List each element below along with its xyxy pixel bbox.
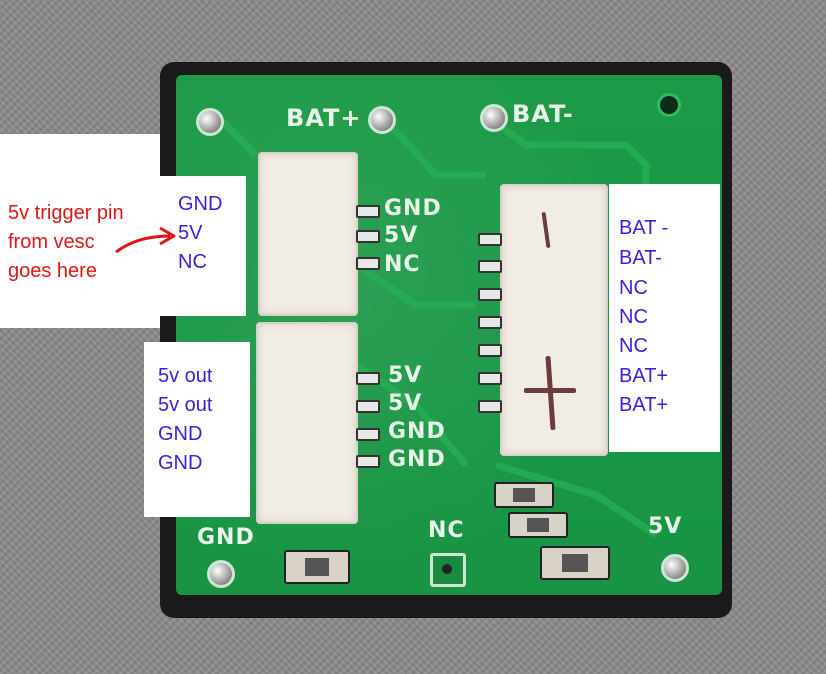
- connector-3-pin: [478, 288, 502, 301]
- pad-nc: [430, 553, 466, 587]
- left-top-label: NC: [178, 251, 207, 273]
- left-top-label: GND: [178, 193, 223, 215]
- silk-5v: 5V: [648, 514, 683, 539]
- left-bottom-label: 5v out: [158, 394, 213, 416]
- connector-3-pin: [478, 372, 502, 385]
- mounting-hole: [657, 93, 681, 117]
- connector-3-pin: [478, 316, 502, 329]
- annotation-box-left-bottom: [144, 342, 250, 517]
- connector-2-pin: [356, 455, 380, 468]
- trigger-note-line: from vesc: [8, 231, 95, 253]
- silk-conn2-label: GND: [388, 419, 446, 444]
- silk-nc: NC: [428, 518, 465, 543]
- left-bottom-label: GND: [158, 452, 203, 474]
- smd-component: [508, 512, 568, 538]
- annotation-box-right: [609, 184, 720, 452]
- silk-bat-minus: BAT-: [512, 100, 574, 128]
- marker-plus-mark-horizontal: [524, 388, 576, 393]
- silk-bat-plus: BAT+: [286, 104, 362, 132]
- trigger-note-line: 5v trigger pin: [8, 202, 124, 224]
- trigger-note-line: goes here: [8, 260, 97, 282]
- pad-5v: [661, 554, 689, 582]
- connector-3-pin: [478, 400, 502, 413]
- left-top-label: 5V: [178, 222, 203, 244]
- left-bottom-label: 5v out: [158, 365, 213, 387]
- connector-3-pin: [478, 233, 502, 246]
- right-label: NC: [619, 335, 648, 357]
- connector-2-pin: [356, 372, 380, 385]
- silk-conn1-label: 5V: [384, 223, 419, 248]
- connector-2: [256, 322, 358, 524]
- silk-conn2-label: 5V: [388, 363, 423, 388]
- connector-2-pin: [356, 400, 380, 413]
- connector-1-pin: [356, 205, 380, 218]
- right-label: BAT+: [619, 365, 669, 387]
- pad-gnd: [207, 560, 235, 588]
- annotation-box-left-top: [160, 176, 246, 316]
- pad-left-top: [196, 108, 224, 136]
- left-bottom-label: GND: [158, 423, 203, 445]
- smd-component: [494, 482, 554, 508]
- connector-1: [258, 152, 358, 316]
- silk-conn2-label: 5V: [388, 391, 423, 416]
- pad-bat-plus: [368, 106, 396, 134]
- connector-2-pin: [356, 428, 380, 441]
- right-label: NC: [619, 306, 648, 328]
- connector-3-pin: [478, 344, 502, 357]
- right-label: BAT-: [619, 247, 662, 269]
- right-label: BAT -: [619, 217, 669, 239]
- annotation-box-trigger: [0, 134, 160, 328]
- right-label: BAT+: [619, 394, 669, 416]
- smd-component: [540, 546, 610, 580]
- right-label: NC: [619, 277, 648, 299]
- silk-conn1-label: GND: [384, 196, 442, 221]
- silk-conn1-label: NC: [384, 252, 421, 277]
- arrow-icon: [115, 226, 176, 254]
- connector-3-pin: [478, 260, 502, 273]
- connector-1-pin: [356, 257, 380, 270]
- smd-component: [284, 550, 350, 584]
- connector-1-pin: [356, 230, 380, 243]
- silk-gnd: GND: [197, 525, 255, 550]
- pad-bat-minus: [480, 104, 508, 132]
- silk-conn2-label: GND: [388, 447, 446, 472]
